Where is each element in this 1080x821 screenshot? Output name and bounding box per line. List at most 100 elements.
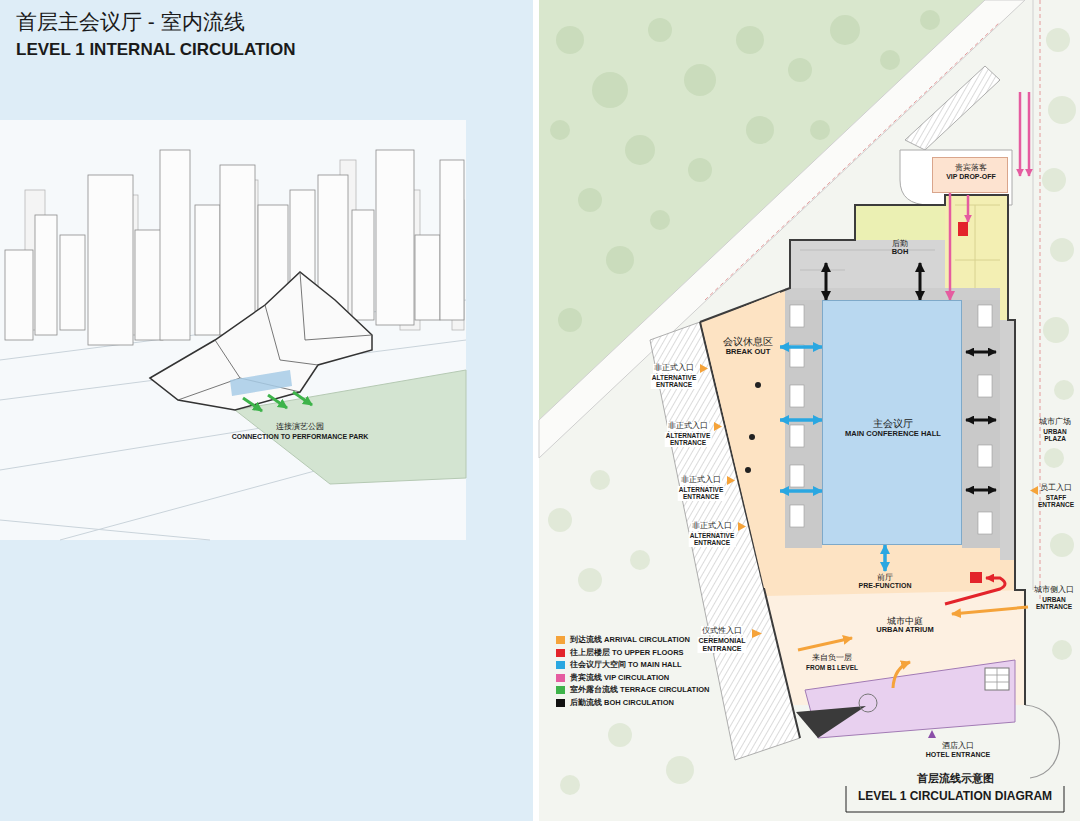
- zone-name-english: PRE-FUNCTION: [859, 582, 912, 590]
- floor-plan: [1025, 705, 1059, 778]
- entrance-label: ALTERNATIVE ENTRANCE: [678, 486, 725, 501]
- circulation-connector: [919, 263, 922, 300]
- zone-name: 主会议厅: [845, 419, 941, 430]
- circulation-arrows: [798, 638, 852, 650]
- tree-canopy: [1042, 168, 1066, 192]
- tree-canopy: [1054, 380, 1074, 400]
- label-holder: 非正式入口: [691, 522, 733, 531]
- caption-bracket: [846, 786, 1064, 812]
- entrance-label: 非正式入口: [691, 522, 733, 531]
- circulation-connector: [883, 545, 887, 571]
- circulation-connector: [780, 489, 822, 493]
- atrium-zone: 城市中庭URBAN ATRIUM: [800, 596, 1010, 644]
- zone-name-english: URBAN ATRIUM: [876, 626, 934, 635]
- label-holder: ALTERNATIVE ENTRANCE: [665, 432, 712, 447]
- road: [1040, 0, 1041, 600]
- floor-plan: [985, 668, 1009, 690]
- legend-swatch: [556, 686, 565, 694]
- label-holder: ALTERNATIVE ENTRANCE: [689, 532, 736, 547]
- terrace-arrow: [243, 398, 262, 411]
- floor-plan: [985, 668, 1009, 690]
- legend-swatch: [556, 699, 565, 707]
- zone-name-english: BOH: [892, 248, 909, 257]
- circulation-arrows: [966, 489, 996, 492]
- floor-plan: [800, 250, 935, 270]
- entrance-label: ALTERNATIVE ENTRANCE: [665, 432, 712, 447]
- node-text-group: 后勤BOH: [892, 239, 909, 257]
- building-massing: [178, 272, 372, 400]
- road: [1033, 0, 1034, 590]
- circulation-arrows: [966, 419, 996, 422]
- tree-canopy: [550, 120, 570, 140]
- label-holder: CONNECTION TO PERFORMANCE PARK: [232, 433, 369, 441]
- circulation-connector: [949, 193, 952, 300]
- tree-canopy: [746, 116, 774, 144]
- circulation-arrows: [700, 92, 1038, 738]
- entrance-label: 非正式入口: [680, 476, 722, 485]
- label-holder: STAFF ENTRANCE: [1038, 494, 1074, 509]
- floor-plan: [790, 505, 804, 527]
- city-towers: [160, 150, 190, 340]
- legend-text: 往会议厅大空间 TO MAIN HALL: [570, 661, 682, 670]
- zone-name: 城市中庭: [876, 616, 934, 626]
- building-massing: [150, 272, 372, 410]
- legend-row: 后勤流线 BOH CIRCULATION: [556, 699, 674, 708]
- tree-canopy: [590, 470, 610, 490]
- floor-plan: [790, 240, 945, 288]
- building-massing: [230, 370, 292, 396]
- page-title: 首层主会议厅 - 室内流线: [16, 10, 245, 34]
- city-towers: [376, 150, 414, 325]
- circulation-arrows: [714, 422, 722, 431]
- city-towers: [5, 150, 464, 345]
- zone-name: 前厅: [859, 573, 912, 582]
- floor-plan: [700, 195, 1059, 778]
- tree-canopy: [880, 50, 900, 70]
- tree-canopy: [684, 64, 716, 96]
- legend-row: 贵宾流线 VIP CIRCULATION: [556, 674, 669, 683]
- zone-name-english: BREAK OUT: [723, 348, 773, 357]
- terrace-arrow: [268, 395, 287, 408]
- legend-text: 往上层楼层 TO UPPER FLOORS: [570, 649, 684, 658]
- zone-name-english: MAIN CONFERENCE HALL: [845, 430, 941, 439]
- entrance-label: ALTERNATIVE ENTRANCE: [651, 374, 698, 389]
- entrance-label: STAFF ENTRANCE: [1038, 494, 1074, 509]
- tree-canopy: [592, 72, 628, 108]
- entrance-label: 酒店入口: [942, 741, 974, 750]
- floor-plan: [978, 512, 992, 534]
- label-holder: ALTERNATIVE ENTRANCE: [678, 486, 725, 501]
- floor-plan: [790, 465, 804, 487]
- stair-symbol: [958, 222, 968, 236]
- circulation-arrows: [1028, 92, 1031, 176]
- callout-label: FROM B1 LEVEL: [806, 664, 858, 671]
- left-panel-ground: [533, 0, 539, 821]
- building-outline: [700, 195, 1025, 738]
- circulation-arrows: [727, 476, 735, 485]
- label-holder: 仪式性入口: [701, 626, 743, 635]
- circulation-arrows: [893, 662, 910, 688]
- tree-canopy: [548, 508, 572, 532]
- tree-canopy: [788, 58, 812, 82]
- entrance-label: ALTERNATIVE ENTRANCE: [689, 532, 736, 547]
- tree-canopy: [578, 568, 602, 592]
- tree-canopy: [1044, 448, 1064, 468]
- tree-canopy: [560, 775, 580, 795]
- building-outline: [700, 195, 1025, 738]
- floor-plan: [978, 375, 992, 397]
- service-zone: 后勤BOH: [795, 213, 940, 263]
- legend-swatch: [556, 649, 565, 657]
- entrance-label: 员工入口: [1040, 484, 1072, 493]
- site-ground: [539, 0, 1080, 821]
- floor-plan: [962, 300, 1000, 548]
- legend-text: 贵宾流线 VIP CIRCULATION: [570, 674, 669, 683]
- city-towers: [195, 205, 220, 335]
- left-panel-ground: [0, 120, 466, 540]
- floor-plan: [785, 288, 1000, 300]
- node-text-group: 贵宾落客VIP DROP-OFF: [946, 164, 996, 181]
- tree-canopy: [920, 10, 940, 30]
- floor-plan: [859, 694, 877, 712]
- tree-canopy: [736, 26, 764, 54]
- circulation-arrows: [738, 522, 746, 531]
- legend-text: 室外露台流线 TERRACE CIRCULATION: [570, 686, 710, 695]
- city-towers: [88, 175, 133, 345]
